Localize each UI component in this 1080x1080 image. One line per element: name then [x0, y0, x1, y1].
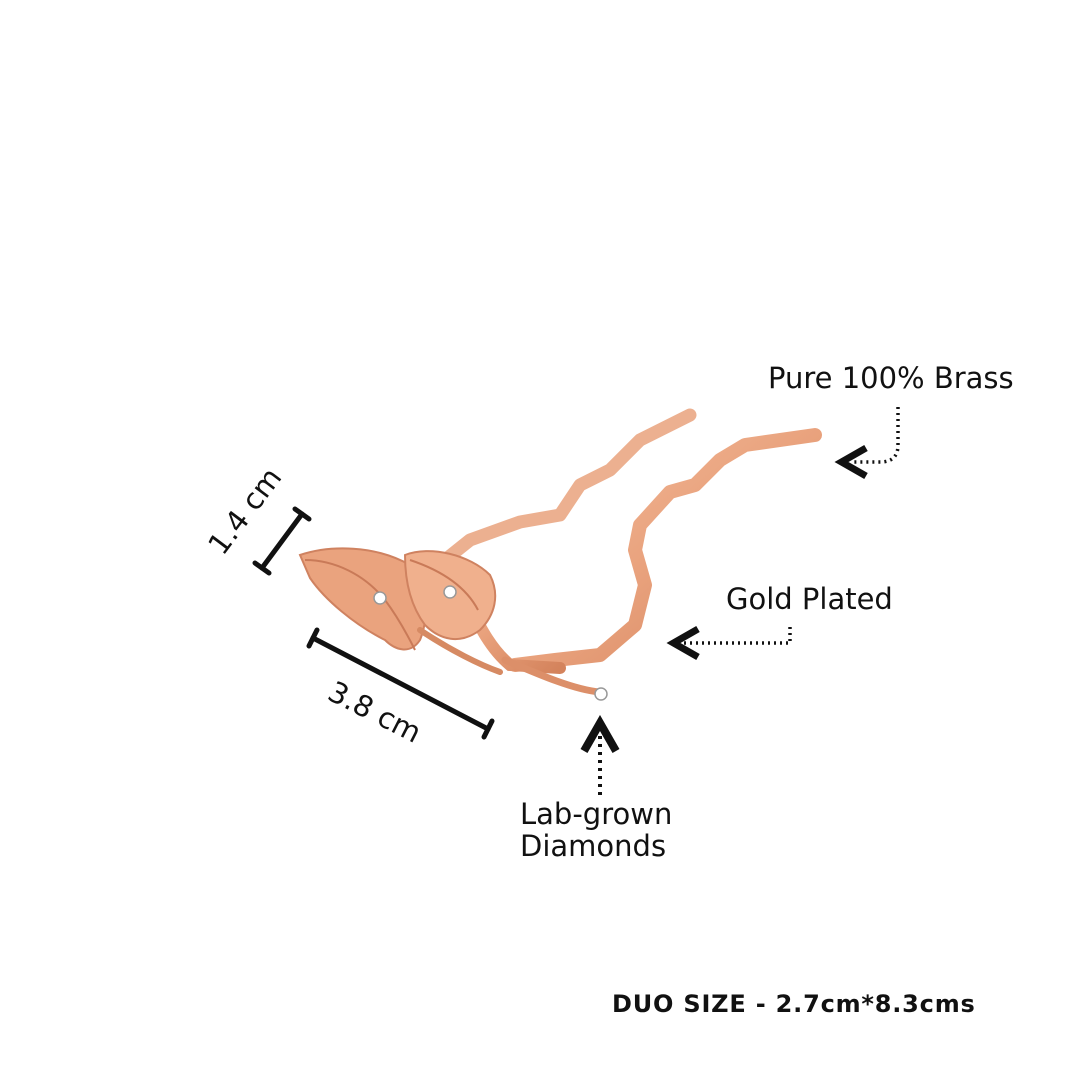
diamond-label-line2: Diamonds — [520, 829, 667, 863]
material-label: Pure 100% Brass — [768, 361, 1014, 395]
hair-pin — [438, 408, 822, 696]
calla-lily-flowers — [298, 547, 503, 675]
plating-label: Gold Plated — [726, 582, 893, 616]
diamond-stones — [373, 585, 608, 701]
length-dimension-bar — [306, 627, 495, 740]
size-footer: DUO SIZE - 2.7cm*8.3cms — [612, 990, 976, 1018]
diamond-label-line1: Lab-grown — [520, 797, 673, 831]
height-dimension-bar — [252, 506, 312, 576]
brass-pointer-arrow — [852, 407, 900, 462]
plating-pointer-arrow — [684, 627, 792, 643]
